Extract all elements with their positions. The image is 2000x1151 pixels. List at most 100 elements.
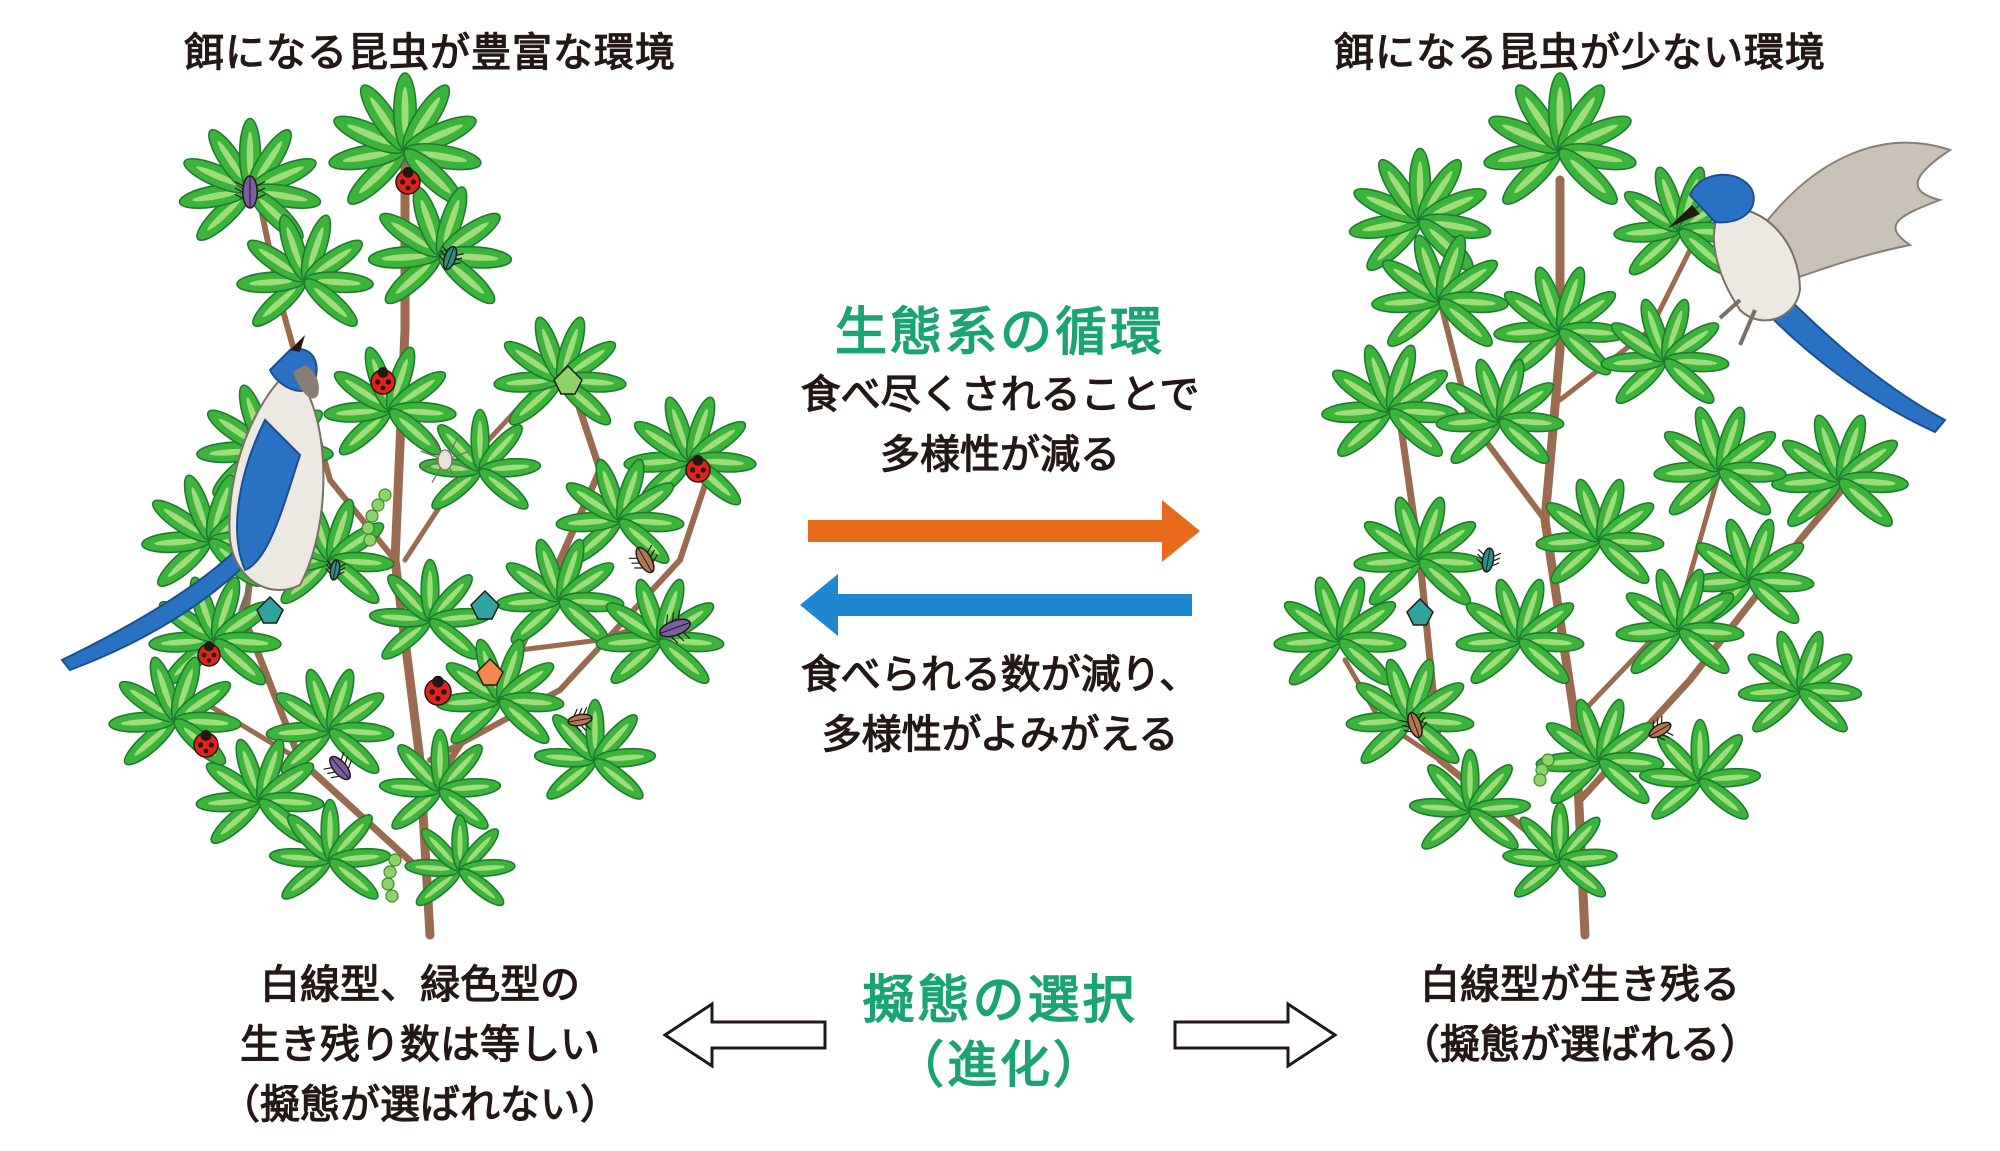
leaf-highlight	[317, 278, 361, 286]
ladybug	[197, 641, 221, 667]
leaf-highlight	[1370, 727, 1402, 755]
leaf-cluster	[595, 578, 725, 684]
leaf-highlight	[1450, 268, 1487, 294]
leaf-highlight	[207, 798, 249, 806]
leaf-highlight	[1402, 508, 1417, 549]
beetle	[325, 559, 347, 581]
leaf-highlight	[1542, 278, 1557, 319]
leaf-highlight	[370, 97, 398, 139]
leaf-highlight	[447, 698, 489, 706]
leaf-cluster	[1435, 358, 1565, 464]
leaf-highlight	[339, 700, 374, 724]
leaf-highlight	[1347, 417, 1381, 447]
right-panel-title: 餌になる昆虫が少ない環境	[1334, 30, 1826, 76]
leaf-highlight	[1467, 760, 1473, 799]
leaf-highlight	[1429, 529, 1465, 554]
leaf-highlight	[1758, 661, 1791, 685]
leaf-highlight	[249, 278, 293, 286]
leaf-highlight	[466, 836, 491, 863]
leaf-highlight	[1850, 448, 1887, 474]
leaf-cluster	[1615, 568, 1745, 674]
left-arrow	[800, 574, 1192, 636]
bird-leg	[1718, 298, 1742, 320]
leaf-highlight	[1723, 418, 1738, 459]
leaf-highlight	[1749, 688, 1789, 696]
leaf-highlight	[1793, 448, 1830, 474]
leaf-highlight	[1377, 228, 1411, 261]
leaf-highlight	[616, 610, 651, 634]
leaf-highlight	[1357, 718, 1399, 726]
leaf-highlight	[1529, 610, 1564, 634]
leaf-highlight	[571, 598, 613, 606]
leaf-highlight	[390, 784, 430, 791]
leaf-highlight	[1322, 588, 1337, 629]
leaf-highlight	[226, 638, 269, 646]
leaf-highlight	[359, 159, 395, 194]
leaf-highlight	[277, 728, 319, 736]
leaf-highlight	[520, 607, 552, 635]
leaf-highlight	[1447, 418, 1489, 426]
leaf-highlight	[315, 248, 352, 274]
leaf-cluster	[1600, 298, 1730, 404]
leaf-highlight	[671, 638, 713, 646]
leaf-highlight	[1608, 547, 1640, 575]
leaf-highlight	[1480, 804, 1520, 811]
leaf-cluster	[1502, 801, 1618, 898]
ladybug	[424, 675, 452, 706]
selection-subheading: （進化）	[894, 1036, 1106, 1094]
leaf-highlight	[261, 166, 304, 186]
ladybug	[395, 167, 421, 195]
leaf-cluster	[1483, 72, 1637, 205]
leaf-highlight	[1402, 408, 1446, 416]
leaf-highlight	[1688, 637, 1720, 665]
right-caption: 白線型が生き残る （擬態が選ばれる）	[1270, 955, 1890, 1075]
leaf-highlight	[1366, 690, 1401, 714]
leaf-highlight	[1639, 237, 1672, 266]
leaf-highlight	[393, 358, 408, 399]
stink-bug	[476, 657, 504, 686]
leaf-highlight	[1431, 816, 1462, 842]
leaf-highlight	[314, 287, 348, 317]
flying-bird	[1668, 141, 1953, 434]
leaf-highlight	[467, 876, 496, 899]
leaf-cluster	[323, 346, 457, 456]
leaf-highlight	[391, 222, 430, 249]
leaf-highlight	[1636, 600, 1671, 624]
leaf-highlight	[1797, 487, 1831, 517]
leaf-highlight	[1295, 609, 1331, 634]
leaf-highlight	[1843, 427, 1859, 469]
leaf-cluster	[1345, 658, 1475, 764]
leaf-highlight	[1809, 661, 1842, 685]
leaf-highlight	[516, 570, 551, 594]
leaf-highlight	[1393, 268, 1430, 294]
bird-face-patch	[293, 365, 319, 399]
right-tree	[1273, 72, 1909, 940]
leaf-highlight	[1503, 370, 1518, 410]
leaf-highlight	[1547, 758, 1589, 766]
leaf-highlight	[1343, 378, 1380, 404]
leaf-highlight	[286, 700, 321, 724]
ladybug	[370, 367, 396, 395]
leaf-highlight	[1697, 730, 1703, 769]
leaf-highlight	[490, 464, 530, 471]
leaf-highlight	[1710, 774, 1750, 781]
leaf-highlight	[628, 527, 660, 555]
hollow-right-arrow	[1173, 1001, 1338, 1069]
left-caption-line-3: （擬態が選ばれない）	[220, 1082, 620, 1128]
leaf-highlight	[469, 865, 505, 871]
beetle	[438, 245, 464, 271]
ecosystem-bottom-line-1: 食べられる数が減り、	[800, 652, 1200, 698]
leaf-highlight	[1568, 337, 1601, 366]
leaf-cluster	[533, 698, 657, 800]
leaf-highlight	[1547, 538, 1589, 546]
leaf-highlight	[1556, 87, 1564, 136]
leaf-highlight	[429, 836, 454, 863]
leaf-highlight	[1732, 530, 1747, 570]
ecosystem-top-text: 食べ尽くされることで 多様性が減る	[720, 365, 1280, 485]
leaf-highlight	[580, 527, 612, 555]
leaf-highlight	[412, 97, 440, 139]
beetle	[323, 751, 352, 781]
leaf-highlight	[1683, 580, 1698, 620]
